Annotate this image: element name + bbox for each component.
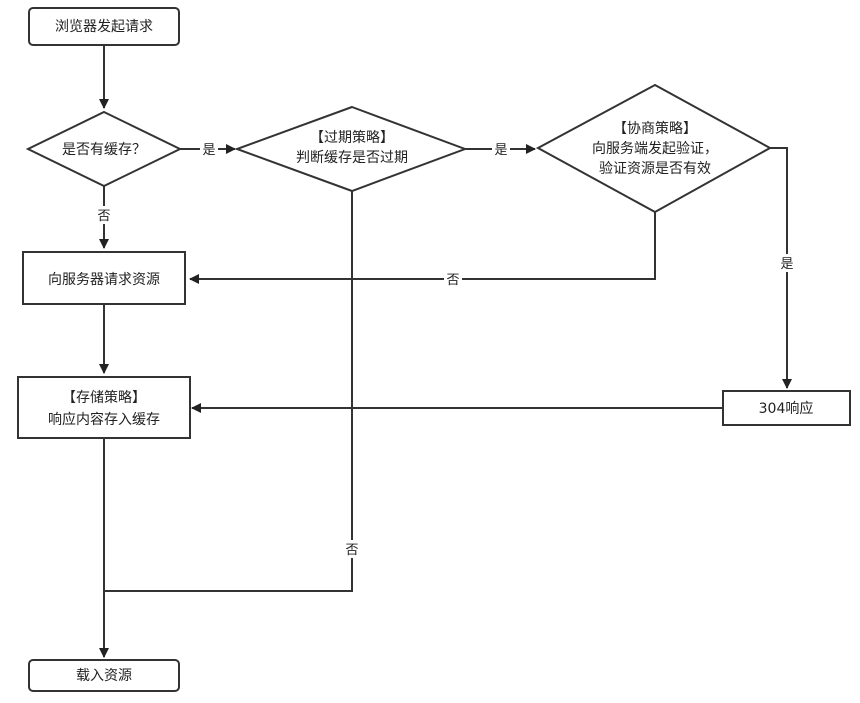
- edge-expire-no: [104, 191, 353, 592]
- svg-text:验证资源是否有效: 验证资源是否有效: [599, 161, 711, 177]
- label-negotiate-no: 否: [444, 270, 462, 288]
- node-store: 【存储策略】 响应内容存入缓存: [17, 376, 191, 439]
- edge-negotiate-no: [189, 212, 656, 284]
- svg-text:否: 否: [97, 209, 110, 224]
- node-load: 载入资源: [28, 659, 180, 692]
- nodes: 浏览器发起请求 是否有缓存？ 【过期策略】 判断缓存是否过期 【协商策略】 向服…: [17, 7, 851, 692]
- svg-text:向服务器请求资源: 向服务器请求资源: [48, 272, 160, 288]
- svg-text:304响应: 304响应: [759, 400, 814, 417]
- svg-text:是否有缓存？: 是否有缓存？: [62, 142, 146, 158]
- svg-text:否: 否: [446, 273, 459, 288]
- svg-text:否: 否: [345, 543, 358, 558]
- svg-text:【存储策略】: 【存储策略】: [62, 389, 146, 406]
- svg-text:浏览器发起请求: 浏览器发起请求: [55, 19, 153, 35]
- node-request-server: 向服务器请求资源: [22, 251, 186, 305]
- svg-text:载入资源: 载入资源: [76, 668, 132, 684]
- label-negotiate-yes: 是: [778, 254, 796, 272]
- svg-text:是: 是: [780, 257, 793, 272]
- edge-negotiate-yes: [770, 147, 792, 389]
- label-cache-yes: 是: [200, 140, 218, 158]
- svg-text:向服务端发起验证，: 向服务端发起验证，: [592, 141, 718, 157]
- decision-has-cache: 是否有缓存？: [25, 110, 183, 188]
- decision-expire: 【过期策略】 判断缓存是否过期: [234, 105, 468, 193]
- label-cache-no: 否: [95, 206, 113, 224]
- label-expire-no: 否: [343, 540, 361, 558]
- svg-text:响应内容存入缓存: 响应内容存入缓存: [48, 411, 160, 428]
- decision-negotiate: 【协商策略】 向服务端发起验证， 验证资源是否有效: [535, 83, 773, 214]
- svg-text:【过期策略】: 【过期策略】: [310, 129, 394, 146]
- edges: [99, 46, 792, 658]
- label-expire-yes: 是: [492, 140, 510, 158]
- svg-text:判断缓存是否过期: 判断缓存是否过期: [296, 150, 408, 166]
- edge-labels: 是 是 否 否 是 否: [95, 140, 796, 558]
- svg-text:是: 是: [494, 143, 507, 158]
- node-304: 304响应: [722, 390, 851, 426]
- node-start: 浏览器发起请求: [28, 7, 180, 46]
- svg-text:是: 是: [202, 143, 215, 158]
- svg-text:【协商策略】: 【协商策略】: [613, 120, 697, 137]
